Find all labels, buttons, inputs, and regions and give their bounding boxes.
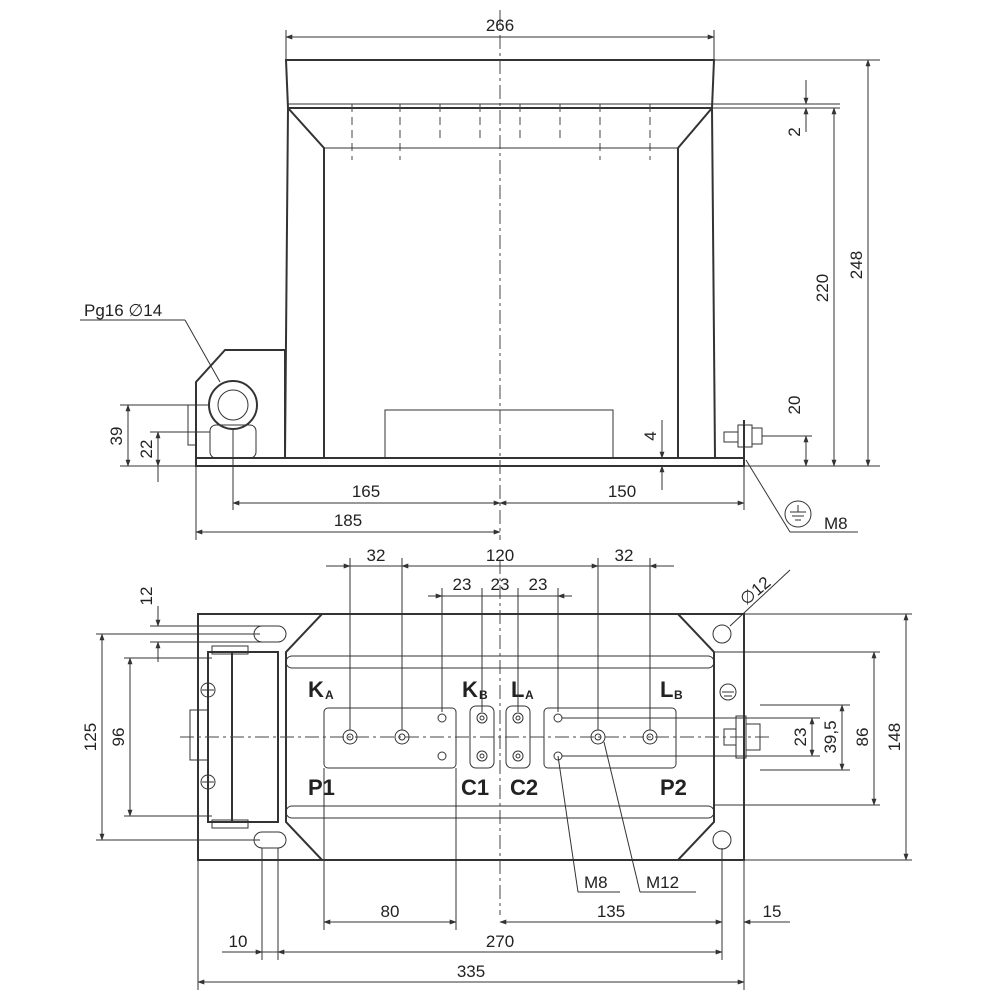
dim-right-23-label: 23 (791, 728, 810, 747)
dim-266-label: 266 (486, 16, 514, 35)
earth-ground-icon (784, 500, 812, 528)
dim-right-39-5-label: 39,5 (821, 720, 840, 753)
dim-150-label: 150 (608, 482, 636, 501)
label-kb: K B (462, 677, 488, 702)
gland-circle (208, 380, 258, 430)
dim-4-label: 4 (641, 431, 660, 440)
dim-335-label: 335 (457, 962, 485, 981)
gland-label: Pg16 ∅14 (84, 301, 162, 320)
dim-15-label: 15 (763, 902, 782, 921)
dim-22-label: 22 (137, 440, 156, 459)
label-ka-sub: A (325, 688, 334, 702)
housing-outline-top (285, 613, 715, 861)
dim-270-label: 270 (486, 932, 514, 951)
earth-bolt (723, 420, 763, 458)
label-p1: P1 (308, 775, 335, 800)
earth-label: M8 (824, 514, 848, 533)
callout-m8-label: M8 (584, 873, 608, 892)
earth-callout: M8 (745, 459, 858, 533)
dim-220-label: 220 (813, 274, 832, 302)
callout-m12-label: M12 (646, 873, 679, 892)
dim-165-label: 165 (352, 482, 380, 501)
label-c2: C2 (510, 775, 538, 800)
dim-120-label: 120 (486, 546, 514, 565)
label-la-sub: A (525, 688, 534, 702)
dim-10-label: 10 (229, 932, 248, 951)
top-view: K A K B L A L B P1 C1 C2 P2 (81, 546, 912, 990)
dim-39-label: 39 (107, 427, 126, 446)
dim-96-label: 96 (109, 728, 128, 747)
front-view: 266 2 220 248 20 4 (80, 10, 880, 540)
dim-248-label: 248 (847, 251, 866, 279)
hole-callout: ∅12 (729, 569, 791, 627)
dim-32-left-label: 32 (367, 546, 386, 565)
dim-135-label: 135 (597, 902, 625, 921)
label-lb: L B (660, 677, 683, 702)
dim-hole-12-label: ∅12 (736, 573, 774, 609)
mount-hole-bottom (712, 830, 732, 850)
label-p2: P2 (660, 775, 687, 800)
mount-hole-top (712, 624, 732, 644)
label-la: L A (511, 677, 534, 702)
label-ka-main: K (308, 677, 324, 702)
dim-12-label: 12 (137, 587, 156, 606)
dim-80-label: 80 (381, 902, 400, 921)
inner-cover (384, 409, 614, 458)
dim-right-86-label: 86 (853, 728, 872, 747)
earth-symbol-top (719, 683, 737, 701)
label-kb-sub: B (479, 688, 488, 702)
dim-23c-label: 23 (529, 575, 548, 594)
dim-266: 266 (285, 16, 715, 60)
dim-32-right-label: 32 (615, 546, 634, 565)
dim-185-label: 185 (334, 511, 362, 530)
gland-callout: Pg16 ∅14 (80, 301, 221, 383)
label-c1: C1 (461, 775, 489, 800)
terminal-p1 (323, 707, 457, 769)
dim-23a-label: 23 (453, 575, 472, 594)
dim-23b-label: 23 (491, 575, 510, 594)
dim-125-label: 125 (81, 723, 100, 751)
label-ka: K A (308, 677, 334, 702)
dim-2-label: 2 (785, 127, 804, 136)
dim-right-148-label: 148 (885, 723, 904, 751)
label-lb-main: L (660, 677, 673, 702)
terminal-p2 (543, 707, 677, 769)
dim-20-label: 20 (785, 396, 804, 415)
bolt-callouts: M8 M12 (557, 741, 696, 893)
base-plate (195, 457, 745, 467)
label-kb-main: K (462, 677, 478, 702)
label-lb-sub: B (674, 688, 683, 702)
